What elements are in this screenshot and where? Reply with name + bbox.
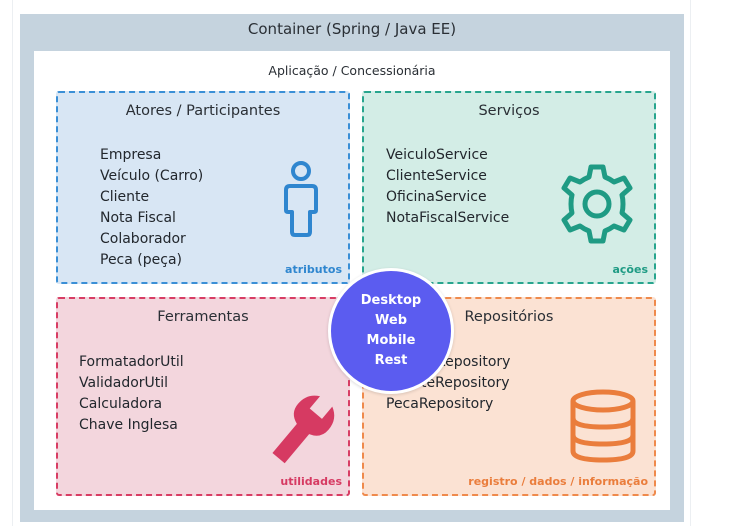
tools-tag: utilidades	[280, 475, 342, 488]
services-list: VeiculoService ClienteService OficinaSer…	[386, 145, 509, 229]
actors-box: Atores / Participantes Empresa Veículo (…	[56, 91, 350, 284]
platform-label: Desktop	[360, 293, 422, 308]
list-item: Colaborador	[100, 231, 186, 247]
list-item: Empresa	[100, 147, 162, 163]
list-item: Calculadora	[79, 396, 163, 412]
list-item: Chave Inglesa	[79, 417, 178, 433]
list-item: VeiculoService	[386, 147, 488, 163]
gear-icon	[561, 164, 633, 244]
actors-list: Empresa Veículo (Carro) Cliente Nota Fis…	[100, 145, 203, 271]
list-item: Cliente	[100, 189, 150, 205]
list-item: Peca (peça)	[100, 252, 182, 268]
tools-title: Ferramentas	[157, 309, 249, 325]
list-item: OficinaService	[386, 189, 487, 205]
database-icon	[570, 389, 636, 463]
list-item: ClienteService	[386, 168, 487, 184]
services-title: Serviços	[478, 103, 540, 119]
container-box: Container (Spring / Java EE) Aplicação /…	[20, 14, 684, 522]
platforms-circle: Desktop Web Mobile Rest	[328, 268, 454, 394]
list-item: FormatadorUtil	[79, 354, 184, 370]
platform-label: Web	[375, 313, 407, 328]
actors-tag: atributos	[285, 263, 342, 276]
repos-title: Repositórios	[464, 309, 554, 325]
platform-label: Mobile	[366, 333, 416, 348]
repos-box: Repositórios VeiculoRepository ClienteRe…	[362, 297, 656, 496]
tools-list: FormatadorUtil ValidadorUtil Calculadora…	[79, 352, 184, 436]
container-title: Container (Spring / Java EE)	[247, 20, 457, 38]
services-tag: ações	[612, 263, 648, 276]
platform-label: Rest	[374, 353, 408, 368]
person-icon	[284, 161, 318, 237]
list-item: PecaRepository	[386, 396, 494, 412]
application-title: Aplicação / Concessionária	[268, 63, 436, 78]
page-divider-left	[12, 0, 13, 526]
actors-title: Atores / Participantes	[125, 103, 281, 119]
tools-box: Ferramentas FormatadorUtil ValidadorUtil…	[56, 297, 350, 496]
repos-tag: registro / dados / informação	[468, 475, 648, 488]
list-item: ValidadorUtil	[79, 375, 169, 391]
wrench-icon	[272, 395, 335, 464]
list-item: Nota Fiscal	[100, 210, 176, 226]
list-item: NotaFiscalService	[386, 210, 510, 226]
application-box: Aplicação / Concessionária Atores / Part…	[34, 51, 670, 510]
services-box: Serviços VeiculoService ClienteService O…	[362, 91, 656, 284]
list-item: Veículo (Carro)	[100, 168, 204, 184]
page-divider-right	[690, 0, 691, 526]
